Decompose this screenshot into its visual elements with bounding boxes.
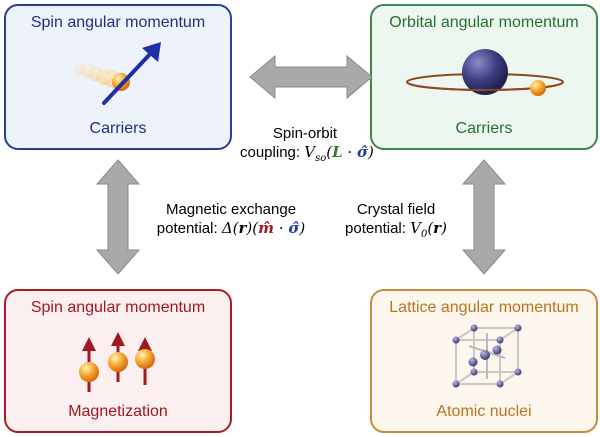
- lattice-atoms-icon: [452, 324, 522, 388]
- r-symbol: r: [433, 219, 442, 237]
- close-paren: ): [299, 219, 306, 237]
- box-title: Lattice angular momentum: [389, 299, 579, 316]
- crystal-field-line2: potential: V0(r): [336, 219, 456, 244]
- v-symbol: V: [410, 219, 421, 237]
- double-arrow-left-vertical: [95, 159, 141, 275]
- crystal-field-line1: Crystal field: [356, 201, 436, 218]
- m-hat-symbol: m̂: [258, 219, 274, 237]
- r-symbol: r: [238, 219, 247, 237]
- moving-electron-icon: [74, 42, 161, 105]
- box-subtitle: Carriers: [455, 120, 513, 137]
- open-paren: (: [427, 219, 434, 237]
- sigma-symbol: σ̂: [288, 219, 300, 237]
- box-title: Spin angular momentum: [30, 14, 206, 31]
- orbital-carriers-box: Orbital angular momentum Carriers: [370, 4, 598, 150]
- box-title: Spin angular momentum: [30, 299, 206, 316]
- magnetic-exchange-label: Magnetic exchange potential: Δ(r)(m̂ · σ…: [147, 200, 315, 238]
- close-paren: ): [441, 219, 447, 237]
- crystal-field-prefix: potential:: [345, 220, 411, 237]
- so-subscript: so: [315, 153, 327, 164]
- aligned-spins-icon: [79, 332, 155, 392]
- delta-symbol: Δ(: [221, 219, 239, 237]
- spin-orbit-line2: coupling: Vso(L · σ̂): [240, 143, 374, 168]
- dot-operator: ·: [274, 219, 289, 237]
- crystal-field-label: Crystal field potential: V0(r): [336, 200, 456, 244]
- double-arrow-horizontal: [249, 54, 373, 100]
- l-symbol: L: [332, 143, 343, 161]
- dot-operator: ·: [342, 143, 357, 161]
- orbiting-electron-icon: [406, 49, 564, 96]
- spin-orbit-prefix: coupling:: [240, 144, 305, 161]
- spin-carriers-box: Spin angular momentum Carriers: [4, 4, 232, 150]
- box-title: Orbital angular momentum: [389, 14, 579, 31]
- magnetic-exchange-line2: potential: Δ(r)(m̂ · σ̂): [147, 219, 315, 238]
- double-arrow-right-vertical: [461, 159, 507, 275]
- lattice-box: Lattice angular momentum Atomic nuclei: [370, 289, 598, 433]
- close-paren: ): [368, 143, 374, 161]
- magnetic-exchange-line1: Magnetic exchange: [165, 201, 297, 218]
- sigma-symbol: σ̂: [356, 143, 368, 161]
- magnetic-exchange-prefix: potential:: [156, 220, 222, 237]
- box-subtitle: Magnetization: [68, 403, 168, 420]
- open-paren: (: [326, 143, 333, 161]
- v-symbol: V: [304, 143, 316, 161]
- paren-mid: )(: [246, 219, 259, 237]
- box-subtitle: Atomic nuclei: [436, 403, 532, 420]
- box-subtitle: Carriers: [89, 120, 147, 137]
- zero-subscript: 0: [420, 229, 428, 240]
- spin-orbit-label: Spin-orbit coupling: Vso(L · σ̂): [240, 124, 374, 168]
- spin-orbit-line1: Spin-orbit: [272, 125, 338, 142]
